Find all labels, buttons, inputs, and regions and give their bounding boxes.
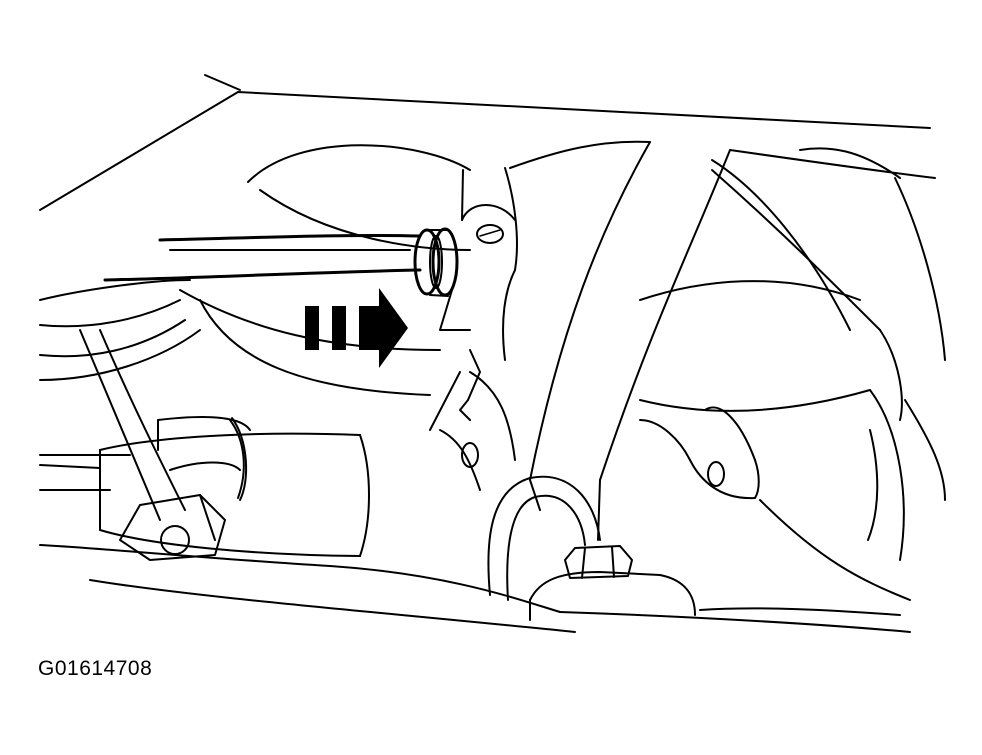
hose — [103, 233, 422, 282]
grommet — [413, 227, 459, 297]
right-arrow-icon — [305, 288, 408, 368]
right-frame-edge — [711, 159, 903, 421]
left-lines — [39, 279, 201, 491]
base-block — [529, 571, 696, 621]
mount-tab — [639, 406, 760, 500]
body-panel-outline — [39, 74, 946, 541]
tube-loop — [487, 475, 601, 601]
hose-bracket — [429, 167, 518, 491]
floor-lines — [39, 389, 911, 633]
bolt — [119, 494, 226, 561]
rod — [79, 329, 186, 521]
cylinder-component — [99, 416, 370, 557]
figure-id-label: G01614708 — [38, 657, 153, 680]
